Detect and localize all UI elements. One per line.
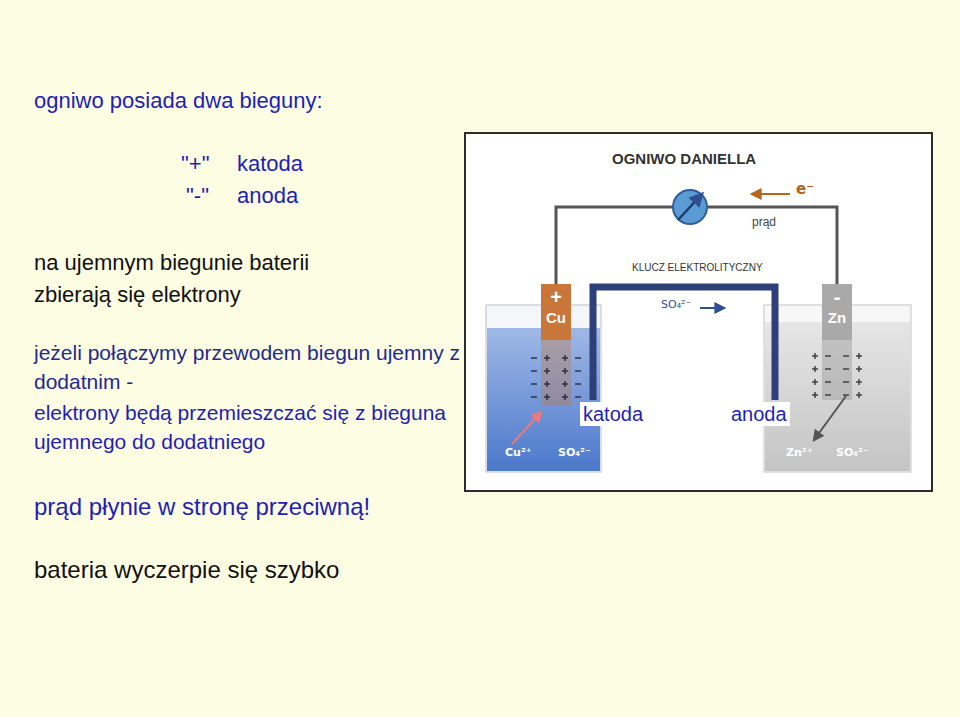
- charge-stroke: [575, 370, 581, 371]
- ion-label: SO₄²⁻: [836, 446, 869, 459]
- electrode-role: anoda: [728, 402, 790, 426]
- pole-sign: "-": [186, 183, 209, 209]
- charge-stroke: [575, 396, 581, 397]
- charge-stroke: [858, 392, 859, 398]
- charge-stroke: [546, 368, 547, 374]
- charge-stroke: [825, 381, 831, 382]
- cu-ion-arrow: [512, 412, 541, 444]
- charge-stroke: [575, 357, 581, 358]
- charge-stroke: [843, 381, 849, 382]
- charge-stroke: [531, 383, 537, 384]
- charge-stroke: [531, 357, 537, 358]
- copper-electrode: +Cu: [541, 284, 571, 340]
- emphasis-text: prąd płynie w stronę przeciwną!: [34, 493, 370, 522]
- ion-label: SO₄²⁻: [661, 298, 691, 311]
- charge-stroke: [843, 355, 849, 356]
- charge-stroke: [564, 355, 565, 361]
- charge-stroke: [858, 366, 859, 372]
- zinc-electrode: -Zn: [822, 284, 852, 340]
- charge-stroke: [843, 394, 849, 395]
- charge-stroke: [825, 368, 831, 369]
- ion-label: SO₄²⁻: [558, 446, 591, 459]
- copper-rod: [541, 338, 571, 406]
- pole-name: katoda: [237, 151, 303, 177]
- body-text: jeżeli połączymy przewodem biegun ujemny…: [34, 339, 474, 397]
- body-text: elektrony będą przemieszczać się z biegu…: [34, 399, 474, 457]
- surface-charges: [531, 353, 862, 400]
- charge-stroke: [564, 381, 565, 387]
- meter-dial: [673, 190, 707, 224]
- salt-bridge: [593, 287, 775, 400]
- electrode-symbol: Cu: [546, 309, 566, 326]
- current-label: prąd: [752, 215, 776, 229]
- ion-label: Zn²⁺: [786, 446, 812, 459]
- illustration-title: OGNIWO DANIELLA: [612, 150, 756, 168]
- polarity-sign: -: [834, 286, 841, 309]
- picture-frame: [465, 133, 932, 491]
- pole-sign: "+": [181, 151, 209, 177]
- polarity-sign: +: [550, 286, 562, 309]
- ion-label: Cu²⁺: [505, 446, 532, 459]
- charge-stroke: [843, 368, 849, 369]
- electrode-symbol: Zn: [828, 309, 846, 326]
- charge-stroke: [814, 392, 815, 398]
- charge-stroke: [825, 394, 831, 395]
- charge-stroke: [825, 355, 831, 356]
- charge-stroke: [546, 394, 547, 400]
- sulfate-flow-arrow: [700, 307, 724, 309]
- electron-symbol: e⁻: [796, 180, 814, 198]
- charge-stroke: [858, 379, 859, 385]
- copper-sulfate-solution: [487, 328, 600, 471]
- charge-stroke: [531, 370, 537, 371]
- charge-stroke: [564, 368, 565, 374]
- salt-bridge-label: KLUCZ ELEKTROLITYCZNY: [632, 262, 763, 274]
- charge-stroke: [564, 394, 565, 400]
- charge-stroke: [814, 353, 815, 359]
- charge-stroke: [575, 383, 581, 384]
- heading-text: ogniwo posiada dwa bieguny:: [34, 88, 323, 114]
- meter-needle: [678, 194, 702, 220]
- zinc-rod: [822, 338, 852, 400]
- charge-stroke: [858, 353, 859, 359]
- charge-stroke: [546, 381, 547, 387]
- charge-stroke: [546, 355, 547, 361]
- zn-ion-arrow: [814, 396, 846, 440]
- charge-stroke: [531, 396, 537, 397]
- charge-stroke: [814, 379, 815, 385]
- body-text: bateria wyczerpie się szybko: [34, 556, 339, 585]
- pole-name: anoda: [237, 183, 298, 209]
- body-text: na ujemnym biegunie baterii zbierają się…: [34, 247, 334, 311]
- electrode-role: katoda: [580, 402, 646, 426]
- zinc-sulfate-solution: [765, 322, 910, 471]
- charge-stroke: [814, 366, 815, 372]
- electron-flow-arrow: [752, 193, 790, 195]
